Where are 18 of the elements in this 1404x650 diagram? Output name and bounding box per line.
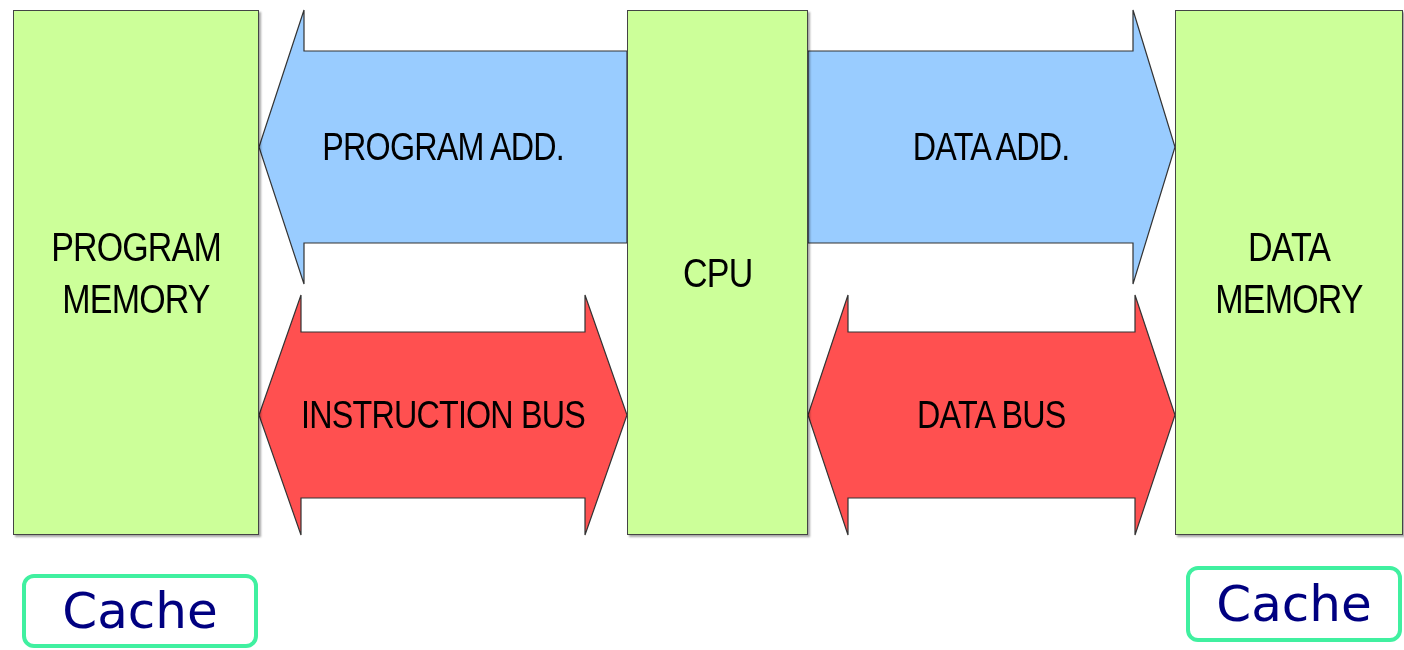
cache-box [1186, 566, 1402, 642]
block-label: CPU [681, 249, 754, 297]
block-box [13, 10, 259, 535]
block-arrow [258, 294, 628, 536]
edge-label: INSTRUCTION BUS [301, 393, 585, 438]
cache-label: Cache [62, 586, 218, 636]
edge-label: DATA BUS [917, 393, 1066, 438]
cache-box [22, 574, 258, 648]
block-box [1175, 10, 1403, 535]
block-label: PROGRAM MEMORY [50, 223, 222, 323]
edge-label: PROGRAM ADD. [322, 125, 564, 170]
block-label: DATA MEMORY [1214, 223, 1364, 323]
block-arrow [807, 9, 1176, 285]
edge-label: DATA ADD. [913, 125, 1070, 170]
block-arrow [258, 9, 628, 285]
block-box [627, 10, 808, 535]
cache-label: Cache [1216, 579, 1372, 629]
block-arrow [807, 294, 1176, 536]
